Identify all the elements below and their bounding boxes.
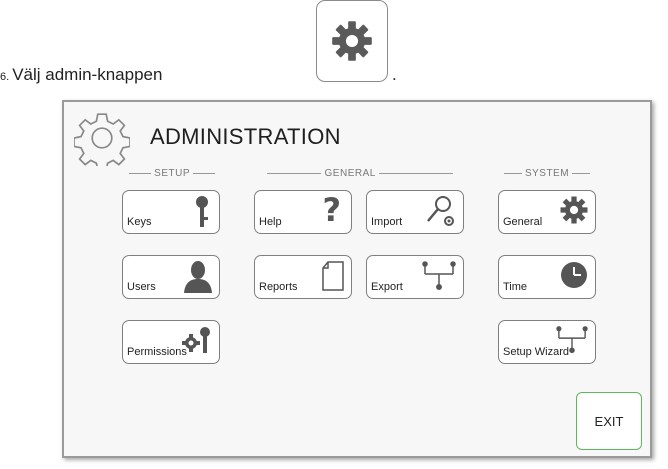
user-icon [184, 261, 212, 293]
reports-label: Reports [259, 281, 298, 293]
import-search-gear-icon [427, 196, 454, 226]
section-system-label: SYSTEM [524, 168, 570, 179]
keys-tile[interactable]: Keys [122, 190, 220, 234]
setup-wizard-tile[interactable]: Setup Wizard [498, 320, 596, 364]
permissions-label: Permissions [127, 346, 187, 358]
settings-outline-icon [74, 113, 130, 166]
exit-button[interactable]: EXIT [576, 392, 642, 450]
reports-tile[interactable]: Reports [254, 255, 352, 299]
clock-icon [561, 262, 587, 288]
permissions-gear-key-icon [182, 327, 210, 353]
gear-icon [332, 21, 372, 61]
users-tile[interactable]: Users [122, 255, 220, 299]
export-tile[interactable]: Export [366, 255, 464, 299]
import-tile[interactable]: Import [366, 190, 464, 234]
setup-flow-icon [556, 326, 588, 354]
panel-title: ADMINISTRATION [150, 124, 341, 149]
section-system: SYSTEM [496, 168, 598, 179]
section-general: GENERAL [254, 168, 466, 179]
section-setup-label: SETUP [154, 168, 190, 179]
export-label: Export [371, 281, 403, 293]
setup-wizard-label: Setup Wizard [503, 346, 570, 358]
instruction-line: 6.Välj admin-knappen [0, 62, 162, 88]
help-tile[interactable]: ? Help [254, 190, 352, 234]
document-icon [322, 261, 344, 291]
section-general-label: GENERAL [324, 168, 376, 179]
import-label: Import [371, 216, 403, 228]
keys-label: Keys [127, 216, 152, 228]
question-mark-icon: ? [322, 191, 341, 229]
general-tile[interactable]: General [498, 190, 596, 234]
permissions-tile[interactable]: Permissions [122, 320, 220, 364]
instruction-trailing-dot: . [392, 65, 397, 84]
step-number: 6. [0, 71, 10, 83]
instruction-text: Välj admin-knappen [12, 65, 163, 84]
help-label: Help [259, 216, 282, 228]
admin-button[interactable] [316, 0, 388, 82]
export-flow-icon [422, 261, 456, 290]
users-label: Users [127, 281, 156, 293]
gear-icon [560, 196, 588, 224]
time-label: Time [503, 281, 528, 293]
key-icon [196, 196, 208, 227]
section-setup: SETUP [122, 168, 222, 179]
time-tile[interactable]: Time [498, 255, 596, 299]
general-label: General [503, 216, 543, 228]
administration-panel: ADMINISTRATION SETUP GENERAL SYSTEM Keys… [62, 100, 652, 458]
